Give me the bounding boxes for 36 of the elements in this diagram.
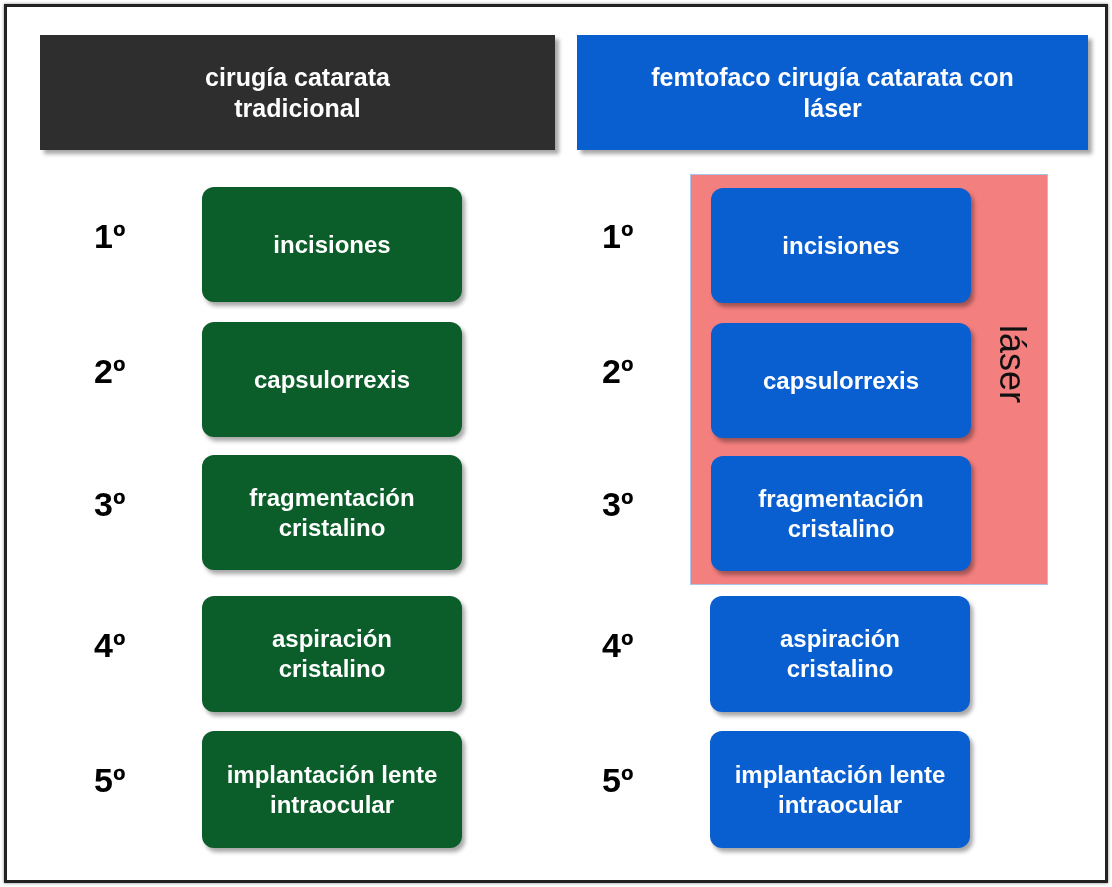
step-label: aspiración cristalino (778, 624, 901, 684)
step-label: implantación lente intraocular (225, 759, 439, 820)
step-label: capsulorrexis (762, 365, 920, 396)
step-box (711, 188, 971, 303)
step-label: cirugía catarata tradicional (204, 61, 391, 124)
step-number: 3º (94, 485, 126, 524)
step-box (202, 596, 462, 712)
step-box (710, 596, 970, 712)
step-number: 5º (602, 761, 634, 800)
step-box (202, 731, 462, 848)
step-label: aspiración cristalino (270, 624, 393, 684)
step-number: 2º (602, 352, 634, 391)
header-banner (40, 35, 555, 150)
laser-band (690, 174, 1048, 585)
step-box (710, 731, 970, 848)
step-number: 4º (94, 626, 126, 665)
step-label: incisiones (782, 230, 900, 261)
step-box (202, 187, 462, 302)
step-box (202, 455, 462, 570)
step-label: incisiones (273, 229, 391, 260)
step-number: 5º (94, 761, 126, 800)
step-number: 2º (94, 352, 126, 391)
step-number: 4º (602, 626, 634, 665)
step-number: 1º (602, 217, 634, 256)
step-label: femtofaco cirugía catarata con láser (650, 61, 1015, 124)
step-label: fragmentación cristalino (248, 482, 416, 543)
step-number: 3º (602, 485, 634, 524)
step-box (711, 456, 971, 571)
step-number: 1º (94, 217, 126, 256)
step-box (711, 323, 971, 438)
header-banner (577, 35, 1088, 150)
step-label: fragmentación cristalino (757, 483, 925, 544)
step-box (202, 322, 462, 437)
step-label: capsulorrexis (253, 364, 411, 395)
step-label: implantación lente intraocular (733, 759, 947, 820)
band-label: láser (991, 325, 1033, 404)
